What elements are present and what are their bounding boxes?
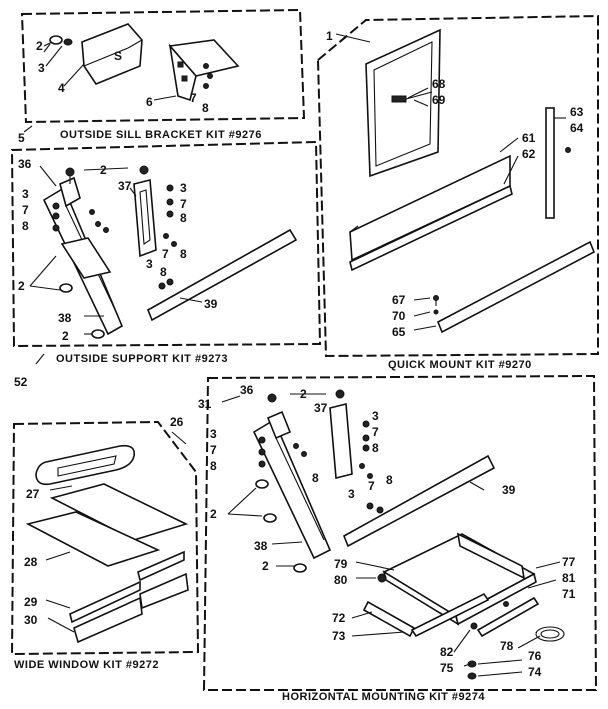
outside-sill-bracket-frame (20, 8, 306, 124)
callout: 80 (334, 573, 348, 587)
callout: 52 (14, 375, 28, 389)
callout: 71 (562, 587, 576, 601)
callout: 3 (372, 409, 379, 423)
callout: 67 (392, 293, 406, 307)
callout: 38 (58, 311, 72, 325)
callout: 3 (22, 187, 29, 201)
outside-support-frame (10, 140, 322, 348)
wide-window-parts (25, 444, 189, 644)
sill-bracket-parts: S (43, 23, 240, 102)
support-callouts: 36 2 37 3 7 8 3 7 8 8 3 7 8 2 38 2 39 52 (14, 157, 218, 389)
callout: 79 (334, 557, 348, 571)
callout: 2 (262, 559, 269, 573)
callout: 75 (440, 661, 454, 675)
callout: 7 (368, 479, 375, 493)
callout: 37 (314, 401, 328, 415)
horizontal-mounting-kit-title: HORIZONTAL MOUNTING KIT #9274 (282, 691, 485, 703)
horizontal-mounting-parts (252, 389, 565, 680)
callout: 8 (372, 441, 379, 455)
callout: 7 (210, 443, 217, 457)
callout: 8 (312, 471, 319, 485)
wide-window-kit-title: WIDE WINDOW KIT #9272 (14, 659, 159, 671)
outside-support-parts (42, 165, 298, 339)
quick-mount-parts (349, 28, 596, 334)
callout: 78 (500, 639, 514, 653)
callout: 69 (432, 93, 446, 107)
callout: 65 (392, 325, 406, 339)
callout: 70 (392, 309, 406, 323)
callout: 38 (254, 539, 268, 553)
callout: 76 (528, 649, 542, 663)
callout: 36 (18, 157, 32, 171)
callout: 26 (170, 415, 184, 429)
callout: 77 (562, 555, 576, 569)
callout: 1 (326, 29, 333, 43)
quick-mount-callouts: 1 68 69 63 64 61 62 67 70 65 (326, 29, 584, 339)
callout: 5 (18, 131, 25, 145)
horizontal-callouts: 31 36 2 37 3 7 8 3 7 8 8 3 7 8 2 39 38 2… (198, 383, 576, 679)
wide-window-frame (10, 420, 200, 656)
callout: 7 (180, 197, 187, 211)
callout: 36 (240, 383, 254, 397)
callout: 74 (528, 665, 542, 679)
callout: 8 (160, 265, 167, 279)
callout: 82 (440, 645, 454, 659)
callout: 39 (204, 297, 218, 311)
svg-text:S: S (114, 49, 122, 63)
callout: 39 (502, 483, 516, 497)
callout: 8 (202, 101, 209, 115)
callout: 29 (24, 595, 38, 609)
callout: 61 (522, 131, 536, 145)
callout: 7 (190, 91, 197, 105)
callout: 73 (332, 629, 346, 643)
leader-lines (23, 33, 566, 677)
quick-mount-kit-title: QUICK MOUNT KIT #9270 (388, 359, 532, 371)
callout: 2 (18, 279, 25, 293)
callout: 3 (348, 487, 355, 501)
outside-sill-bracket-kit-title: OUTSIDE SILL BRACKET KIT #9276 (60, 129, 262, 141)
callout: 31 (198, 397, 212, 411)
callout: 62 (522, 147, 536, 161)
callout: 68 (432, 77, 446, 91)
callout: 8 (22, 219, 29, 233)
callout: 2 (62, 329, 69, 343)
outside-support-kit-title: OUTSIDE SUPPORT KIT #9273 (56, 353, 228, 365)
callout: 2 (36, 39, 43, 53)
callout: 72 (332, 611, 346, 625)
sill-callouts: 2 3 4 5 6 7 8 (18, 39, 209, 145)
callout: 3 (146, 257, 153, 271)
callout: 3 (210, 427, 217, 441)
callout: 63 (570, 105, 584, 119)
callout: 8 (180, 247, 187, 261)
callout: 2 (100, 163, 107, 177)
callout: 28 (24, 555, 38, 569)
callout: 2 (210, 507, 217, 521)
horizontal-mounting-frame (202, 374, 598, 691)
callout: 7 (372, 425, 379, 439)
callout: 27 (26, 487, 40, 501)
callout: 7 (22, 203, 29, 217)
callout: 37 (118, 179, 132, 193)
callout: 6 (146, 95, 153, 109)
callout: 4 (58, 81, 65, 95)
callout: 8 (386, 473, 393, 487)
callout: 64 (570, 121, 584, 135)
callout: 8 (210, 459, 217, 473)
callout: 8 (180, 211, 187, 225)
callout: 3 (180, 181, 187, 195)
callout: 2 (300, 387, 307, 401)
quick-mount-frame (316, 14, 599, 358)
wide-window-callouts: 26 27 28 29 30 (24, 415, 184, 627)
callout: 7 (162, 247, 169, 261)
callout: 3 (38, 61, 45, 75)
callout: 81 (562, 571, 576, 585)
callout: 30 (24, 613, 38, 627)
